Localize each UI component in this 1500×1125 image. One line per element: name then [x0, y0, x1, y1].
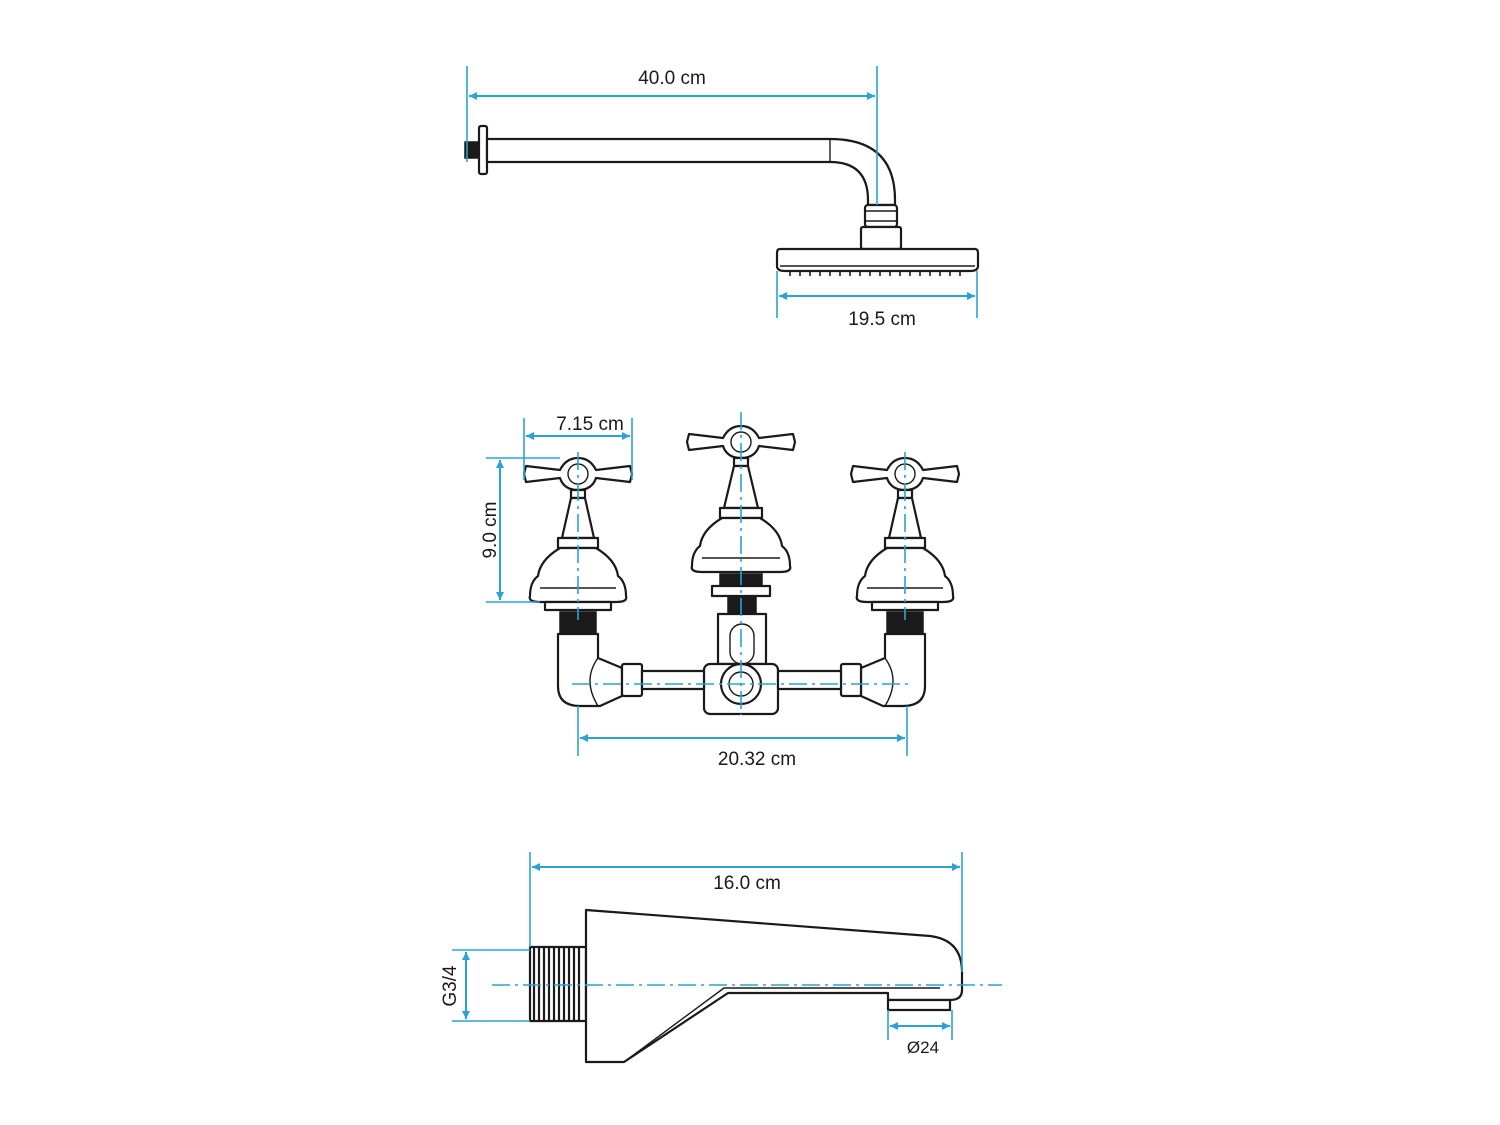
left-elbow [556, 632, 624, 708]
shower-arm [485, 137, 897, 207]
dimension-label-valve-height: 9.0 cm [480, 501, 501, 558]
middle-valve-thread [727, 595, 757, 615]
dimension-thread: G3/4 [440, 949, 530, 1022]
spout-outlet [886, 998, 952, 1012]
dimension-spout-length: 16.0 cm [529, 852, 963, 972]
dimension-valve-spacing: 20.32 cm [577, 706, 908, 770]
left-pipe-nut [620, 662, 644, 698]
right-elbow [859, 632, 927, 708]
dimension-label-head-diameter: 19.5 cm [848, 309, 916, 330]
shower-arm-assembly: 40.0 cm 19.5 cm [464, 66, 980, 330]
right-pipe-nut [839, 662, 863, 698]
head-neck [859, 225, 903, 251]
dimension-handle-width: 7.15 cm [523, 414, 633, 480]
wall-flange [477, 124, 489, 176]
dimension-label-thread: G3/4 [440, 965, 461, 1007]
dimension-head-diameter: 19.5 cm [776, 271, 978, 330]
valve-assembly: 7.15 cm 9.0 cm 20.32 cm [480, 412, 961, 770]
shower-nozzles [789, 271, 961, 276]
middle-valve-stem [716, 612, 768, 666]
arm-connector [863, 203, 899, 229]
shower-head [775, 247, 980, 273]
dimension-valve-height: 9.0 cm [480, 457, 560, 603]
dimension-label-arm-length: 40.0 cm [638, 68, 706, 89]
dimension-outlet-diameter: Ø24 [887, 1010, 953, 1057]
dimension-label-outlet-diameter: Ø24 [907, 1038, 939, 1057]
left-valve [522, 456, 634, 708]
dimension-arm-length: 40.0 cm [466, 66, 878, 205]
middle-cross-handle [685, 424, 797, 460]
left-connecting-pipe [640, 669, 706, 691]
right-connecting-pipe [776, 669, 843, 691]
bath-spout: 16.0 cm G3/4 Ø24 [440, 852, 1002, 1064]
dimension-label-spout-length: 16.0 cm [713, 873, 781, 894]
left-cross-handle [522, 456, 634, 492]
right-cross-handle [849, 456, 961, 492]
dimension-label-handle-width: 7.15 cm [556, 414, 624, 435]
flange-nut [464, 141, 480, 159]
spout-body [584, 908, 964, 1064]
dimension-label-valve-spacing: 20.32 cm [718, 749, 796, 770]
